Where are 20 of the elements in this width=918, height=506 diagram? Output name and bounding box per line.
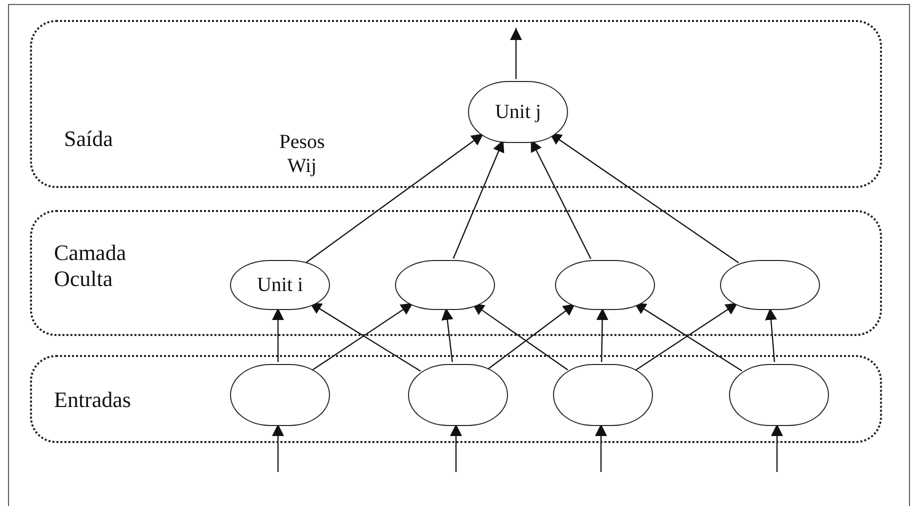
arrow	[771, 424, 783, 472]
layer-band	[30, 355, 882, 443]
layer-label: Saída	[64, 126, 114, 152]
arrow	[472, 302, 568, 370]
arrow	[765, 308, 777, 362]
layer-label: Camada Oculta	[54, 240, 128, 293]
arrow	[450, 424, 462, 472]
arrow	[510, 28, 522, 79]
arrow	[272, 424, 284, 472]
arrow	[272, 308, 284, 362]
arrow	[595, 424, 607, 472]
arrow	[596, 308, 608, 362]
layer-label: Entradas	[54, 387, 132, 414]
arrow	[306, 133, 484, 263]
arrow	[549, 132, 739, 264]
unit-label: Unit j	[494, 100, 542, 124]
arrow	[441, 308, 454, 362]
layer-band	[30, 210, 882, 336]
unit-label: Unit i	[256, 274, 304, 296]
arrow	[488, 303, 576, 370]
